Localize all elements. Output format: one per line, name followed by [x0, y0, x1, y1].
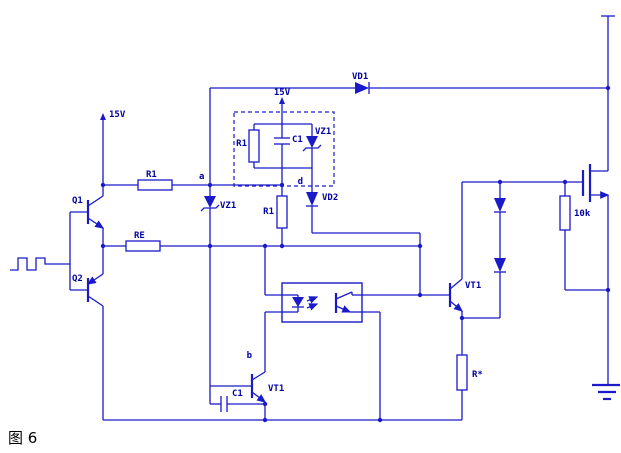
label-r-star: R*: [472, 370, 483, 380]
label-c1-box: C1: [292, 135, 303, 145]
label-node-a: a: [199, 172, 204, 182]
resistor-r1-box: R1: [236, 124, 260, 168]
supply-15v-left: 15V: [100, 110, 126, 120]
label-vt1-bottom: VT1: [268, 384, 284, 394]
capacitor-c1-bottom: C1: [209, 386, 265, 412]
label-node-b: b: [247, 351, 253, 361]
label-r1-mid: R1: [263, 207, 274, 217]
label-node-d: d: [298, 177, 303, 187]
resistor-r1-left: R1: [103, 170, 282, 191]
zener-vz1-left: VZ1: [200, 88, 236, 386]
diode-vd1: VD1: [210, 72, 608, 94]
transistor-q1: Q1: [70, 120, 105, 246]
label-10k: 10k: [574, 209, 591, 219]
label-q1: Q1: [72, 196, 83, 206]
optocoupler: [264, 246, 381, 420]
label-re: RE: [134, 231, 145, 241]
transistor-vt1-right: VT1: [362, 182, 481, 355]
label-vd1: VD1: [352, 72, 368, 82]
label-vz1-left: VZ1: [220, 201, 236, 211]
igbt: [462, 164, 610, 202]
label-vd2: VD2: [322, 193, 338, 203]
resistor-10k: 10k: [559, 182, 608, 291]
input-square-wave-icon: [10, 212, 71, 290]
label-15v-center: 15V: [274, 88, 291, 98]
resistor-re: RE: [103, 231, 420, 252]
label-15v-left: 15V: [109, 110, 126, 120]
label-vz1-box: VZ1: [315, 127, 331, 137]
ground-icon: [592, 383, 620, 401]
resistor-r1-mid: R1: [263, 168, 288, 246]
resistor-r-star: R*: [456, 354, 483, 420]
junction-dots: [100, 85, 611, 423]
diode-vd2: VD2 d: [298, 168, 338, 233]
gate-supply-box: 15V R1 C1 VZ1: [233, 88, 335, 187]
transistor-q2: Q2: [70, 246, 104, 420]
clamp-diodes: [462, 182, 506, 319]
label-c1-bottom: C1: [232, 389, 243, 399]
label-vt1-right: VT1: [465, 281, 481, 291]
mid-link-wires: [312, 232, 421, 295]
supply-15v-center: 15V: [274, 88, 291, 124]
capacitor-c1-box: C1: [274, 124, 303, 168]
label-q2: Q2: [72, 274, 83, 284]
label-r1-left: R1: [146, 170, 157, 180]
zener-vz1-box: VZ1: [302, 124, 331, 168]
power-rail-right: [601, 15, 615, 385]
label-r1-box: R1: [236, 139, 247, 149]
figure-caption: 图 6: [8, 429, 38, 447]
